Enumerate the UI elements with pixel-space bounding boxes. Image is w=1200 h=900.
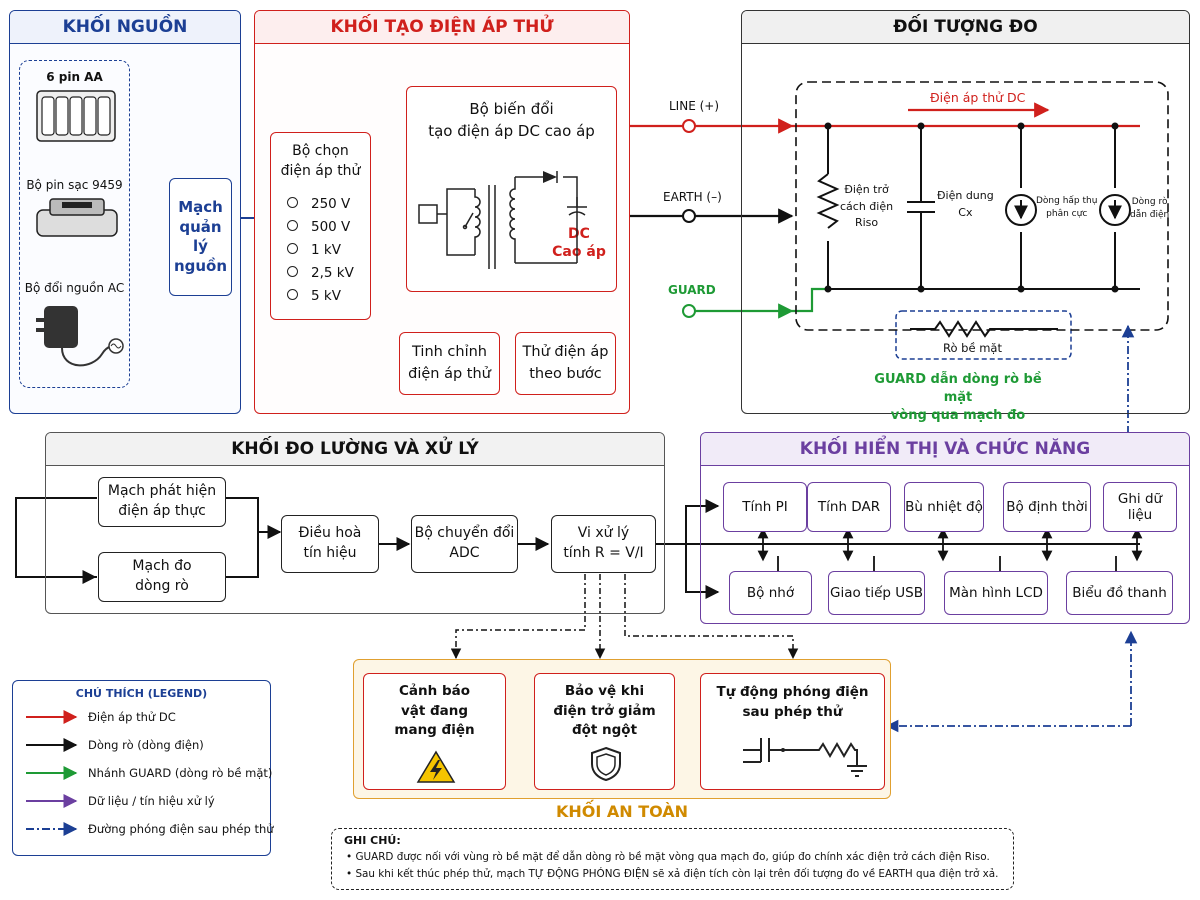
- notes-item: • Sau khi kết thúc phép thử, mạch TỰ ĐỘN…: [346, 868, 999, 880]
- temperature-comp-box[interactable]: Bù nhiệt độ: [904, 482, 984, 532]
- safety-links: [450, 574, 799, 660]
- line-terminal: [682, 119, 696, 133]
- notes-title: GHI CHÚ:: [344, 834, 401, 847]
- signal-conditioning-box: Điều hoà tín hiệu: [281, 515, 379, 573]
- power-management-box: Mạch quản lý nguồn: [169, 178, 232, 296]
- radio-icon[interactable]: [287, 197, 298, 208]
- legend-item: Nhánh GUARD (dòng rò bề mặt): [88, 766, 273, 780]
- object-under-test-block: ĐỐI TƯỢNG ĐO: [741, 10, 1190, 414]
- display-block: KHỐI HIỂN THỊ VÀ CHỨC NĂNG: [700, 432, 1190, 624]
- voltage-option[interactable]: 250 V: [287, 196, 354, 219]
- aa-battery-icon: [36, 90, 116, 142]
- legend-title: CHÚ THÍCH (LEGEND): [75, 687, 208, 700]
- function-pi-box[interactable]: Tính PI: [723, 482, 807, 532]
- hv-dc-label: DC Cao áp: [552, 226, 606, 261]
- resistance-drop-protect-box: Bảo vệ khi điện trở giảm đột ngột: [534, 673, 675, 790]
- timer-box[interactable]: Bộ định thời: [1003, 482, 1091, 532]
- legend-item: Điện áp thử DC: [88, 710, 176, 724]
- surface-resistor: [910, 320, 1058, 338]
- voltage-selector-title: Bộ chọn điện áp thử: [280, 143, 361, 180]
- notes-box: GHI CHÚ: • GUARD được nối với vùng rò bề…: [331, 828, 1014, 890]
- lcd-box[interactable]: Màn hình LCD: [944, 571, 1048, 615]
- notes-item-text: Sau khi kết thúc phép thử, mạch TỰ ĐỘNG …: [355, 868, 999, 880]
- object-circuit: [816, 126, 1140, 290]
- fine-adjust-box: Tinh chỉnh điện áp thử: [399, 332, 500, 395]
- legend-item: Đường phóng điện sau phép thử: [88, 822, 274, 836]
- absorption-label: Dòng hấp thụ phân cực: [1036, 196, 1098, 219]
- legend-swatches: [26, 710, 78, 836]
- voltage-option-label: 5 kV: [311, 288, 341, 304]
- test-voltage-title: KHỐI TẠO ĐIỆN ÁP THỬ: [255, 11, 629, 44]
- legend-box: [12, 680, 271, 856]
- live-warning-label: Cảnh báo vật đang mang điện: [394, 683, 475, 739]
- voltage-option[interactable]: 2,5 kV: [287, 265, 354, 288]
- safety-title: KHỐI AN TOÀN: [555, 802, 689, 821]
- radio-icon[interactable]: [287, 243, 298, 254]
- riso-label: Điện trở cách điện Riso: [840, 183, 894, 229]
- hv-converter-box: Bộ biến đổi tạo điện áp DC cao áp DC Cao…: [406, 86, 617, 292]
- aa-battery-label: 6 pin AA: [46, 70, 103, 84]
- measurement-title: KHỐI ĐO LƯỜNG VÀ XỬ LÝ: [46, 433, 664, 466]
- voltage-selector-box: Bộ chọn điện áp thử 250 V 500 V 1 kV 2,5…: [270, 132, 371, 320]
- current-measure-box: Mạch đo dòng rò: [98, 552, 226, 602]
- object-frame: [795, 81, 1169, 331]
- data-logging-box[interactable]: Ghi dữ liệu: [1103, 482, 1177, 532]
- auto-discharge-box: Tự động phóng điện sau phép thử: [700, 673, 885, 790]
- discharge-path: [885, 324, 1138, 733]
- voltage-option[interactable]: 5 kV: [287, 288, 354, 311]
- ac-adapter-label: Bộ đổi nguồn AC: [24, 281, 125, 295]
- adc-box: Bộ chuyển đổi ADC: [411, 515, 518, 573]
- leakage-label: Dòng rò dẫn điện: [1130, 197, 1170, 220]
- surface-leak-label: Rò bề mặt: [943, 341, 1002, 355]
- earth-terminal: [682, 209, 696, 223]
- line-label: LINE (+): [669, 99, 720, 113]
- dc-test-label: Điện áp thử DC: [930, 90, 1026, 105]
- voltage-option[interactable]: 500 V: [287, 219, 354, 242]
- display-title: KHỐI HIỂN THỊ VÀ CHỨC NĂNG: [701, 433, 1189, 466]
- live-warning-box: Cảnh báo vật đang mang điện: [363, 673, 506, 790]
- shield-icon: [591, 746, 621, 782]
- high-voltage-warning-icon: [416, 750, 456, 783]
- radio-icon[interactable]: [287, 266, 298, 277]
- voltage-option[interactable]: 1 kV: [287, 242, 354, 265]
- voltage-detect-box: Mạch phát hiện điện áp thực: [98, 477, 226, 527]
- guard-wire: [695, 287, 828, 319]
- resistance-drop-label: Bảo vệ khi điện trở giảm đột ngột: [553, 683, 656, 739]
- earth-label: EARTH (–): [663, 190, 722, 204]
- voltage-option-label: 250 V: [311, 196, 351, 212]
- guard-note: GUARD dẫn dòng rò bề mặt vòng qua mạch đ…: [874, 372, 1042, 424]
- surface-leak-box: [895, 310, 1072, 360]
- power-sources-frame: [19, 60, 130, 388]
- measurement-block: KHỐI ĐO LƯỜNG VÀ XỬ LÝ: [45, 432, 665, 614]
- bar-graph-box[interactable]: Biểu đồ thanh: [1066, 571, 1173, 615]
- cx-label: Điện dung Cx: [937, 189, 994, 219]
- cpu-box: Vi xử lý tính R = V/I: [551, 515, 656, 573]
- voltage-option-label: 2,5 kV: [311, 265, 354, 281]
- auto-discharge-label: Tự động phóng điện sau phép thử: [716, 684, 869, 720]
- legend-item: Dòng rò (dòng điện): [88, 738, 204, 752]
- ac-adapter-icon: [36, 306, 124, 367]
- voltage-options: 250 V 500 V 1 kV 2,5 kV 5 kV: [287, 196, 354, 311]
- guard-label: GUARD: [668, 283, 716, 297]
- hv-converter-title: Bộ biến đổi tạo điện áp DC cao áp: [428, 100, 595, 140]
- memory-box[interactable]: Bộ nhớ: [729, 571, 812, 615]
- guard-terminal: [682, 304, 696, 318]
- notes-item: • GUARD được nối với vùng rò bề mặt để d…: [346, 851, 990, 863]
- transformer-icon: [418, 171, 587, 269]
- object-title: ĐỐI TƯỢNG ĐO: [742, 11, 1189, 44]
- battery-pack-icon: [36, 198, 118, 237]
- legend-item: Dữ liệu / tín hiệu xử lý: [88, 794, 215, 808]
- power-block-title: KHỐI NGUỒN: [10, 11, 240, 44]
- battery-pack-label: Bộ pin sạc 9459: [26, 178, 123, 192]
- step-test-box: Thử điện áp theo bước: [515, 332, 616, 395]
- radio-icon[interactable]: [287, 220, 298, 231]
- function-dar-box[interactable]: Tính DAR: [807, 482, 891, 532]
- voltage-option-label: 1 kV: [311, 242, 341, 258]
- notes-item-text: GUARD được nối với vùng rò bề mặt để dẫn…: [355, 851, 990, 863]
- usb-box[interactable]: Giao tiếp USB: [828, 571, 925, 615]
- voltage-option-label: 500 V: [311, 219, 351, 235]
- bus-taps: [757, 527, 1143, 571]
- discharge-circuit-icon: [743, 738, 867, 777]
- radio-icon[interactable]: [287, 289, 298, 300]
